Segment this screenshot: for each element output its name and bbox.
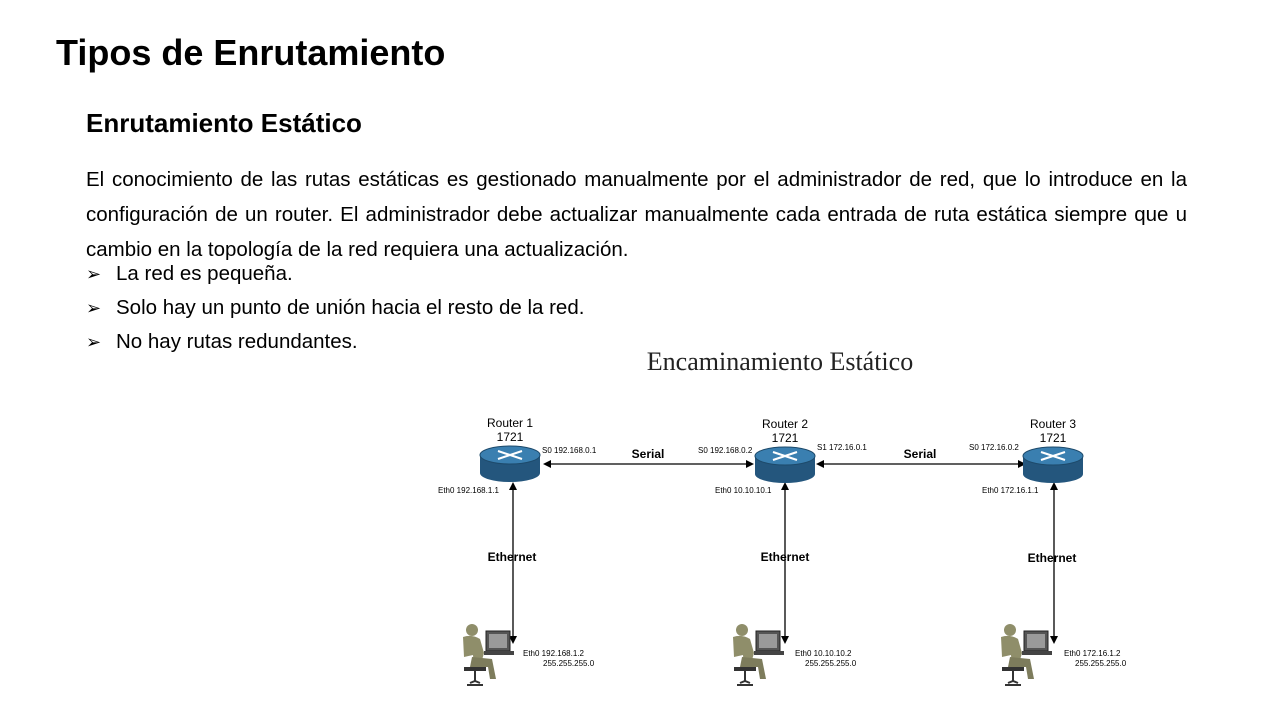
router-icon	[754, 446, 816, 483]
router-icon	[1022, 446, 1084, 483]
router-serial-interface-left: S0 192.168.0.2	[698, 446, 753, 455]
bullet-text: La red es pequeña.	[116, 262, 293, 285]
bullet-text: No hay rutas redundantes.	[116, 330, 358, 353]
router-name: Router 3	[1030, 417, 1076, 431]
bullet-text: Solo hay un punto de unión hacia el rest…	[116, 296, 585, 319]
router-ethernet-interface: Eth0 10.10.10.1	[715, 486, 772, 495]
workstation-user-icon	[1001, 624, 1052, 686]
list-item: ➢ La red es pequeña.	[86, 257, 584, 291]
ethernet-label-2: Ethernet	[761, 550, 810, 564]
workstation-user-icon	[733, 624, 784, 686]
network-diagram: Encaminamiento Estático Serial Serial Et…	[438, 347, 1127, 686]
ethernet-label-1: Ethernet	[488, 550, 537, 564]
workstation-user-icon	[463, 624, 514, 686]
router-2: Router 2 1721 S0 192.168.0.2 S1 172.16.0…	[698, 417, 867, 495]
host-mask: 255.255.255.0	[805, 659, 857, 668]
host-ip: Eth0 172.16.1.2	[1064, 649, 1121, 658]
serial-label-2: Serial	[904, 447, 937, 461]
router-3: Router 3 1721 S0 172.16.0.2 Eth0 172.16.…	[969, 417, 1084, 495]
host-3: Eth0 172.16.1.2 255.255.255.0	[1001, 624, 1127, 686]
arrow-bullet-icon: ➢	[86, 264, 102, 284]
list-item: ➢ No hay rutas redundantes.	[86, 325, 584, 359]
host-2: Eth0 10.10.10.2 255.255.255.0	[733, 624, 857, 686]
body-paragraph: El conocimiento de las rutas estáticas e…	[86, 168, 1187, 261]
section-subtitle: Enrutamiento Estático	[86, 108, 362, 138]
serial-label-1: Serial	[632, 447, 665, 461]
router-model: 1721	[1040, 431, 1067, 445]
list-item: ➢ Solo hay un punto de unión hacia el res…	[86, 291, 584, 325]
router-serial-interface-right: S1 172.16.0.1	[817, 443, 867, 452]
arrow-bullet-icon: ➢	[86, 332, 102, 352]
ethernet-label-3: Ethernet	[1028, 551, 1077, 565]
router-ethernet-interface: Eth0 192.168.1.1	[438, 486, 499, 495]
router-name: Router 1	[487, 416, 533, 430]
router-1: Router 1 1721 S0 192.168.0.1 Eth0 192.16…	[438, 416, 597, 495]
slide-title: Tipos de Enrutamiento	[56, 32, 446, 73]
router-ethernet-interface: Eth0 172.16.1.1	[982, 486, 1039, 495]
router-model: 1721	[497, 430, 524, 444]
router-serial-interface: S0 172.16.0.2	[969, 443, 1019, 452]
host-ip: Eth0 10.10.10.2	[795, 649, 852, 658]
host-mask: 255.255.255.0	[543, 659, 595, 668]
host-ip: Eth0 192.168.1.2	[523, 649, 584, 658]
router-icon	[479, 445, 541, 482]
host-mask: 255.255.255.0	[1075, 659, 1127, 668]
host-1: Eth0 192.168.1.2 255.255.255.0	[463, 624, 595, 686]
diagram-title: Encaminamiento Estático	[647, 347, 913, 376]
arrow-bullet-icon: ➢	[86, 298, 102, 318]
router-name: Router 2	[762, 417, 808, 431]
router-model: 1721	[772, 431, 799, 445]
router-serial-interface: S0 192.168.0.1	[542, 446, 597, 455]
bullet-list: ➢ La red es pequeña. ➢ Solo hay un punto d…	[86, 257, 584, 359]
